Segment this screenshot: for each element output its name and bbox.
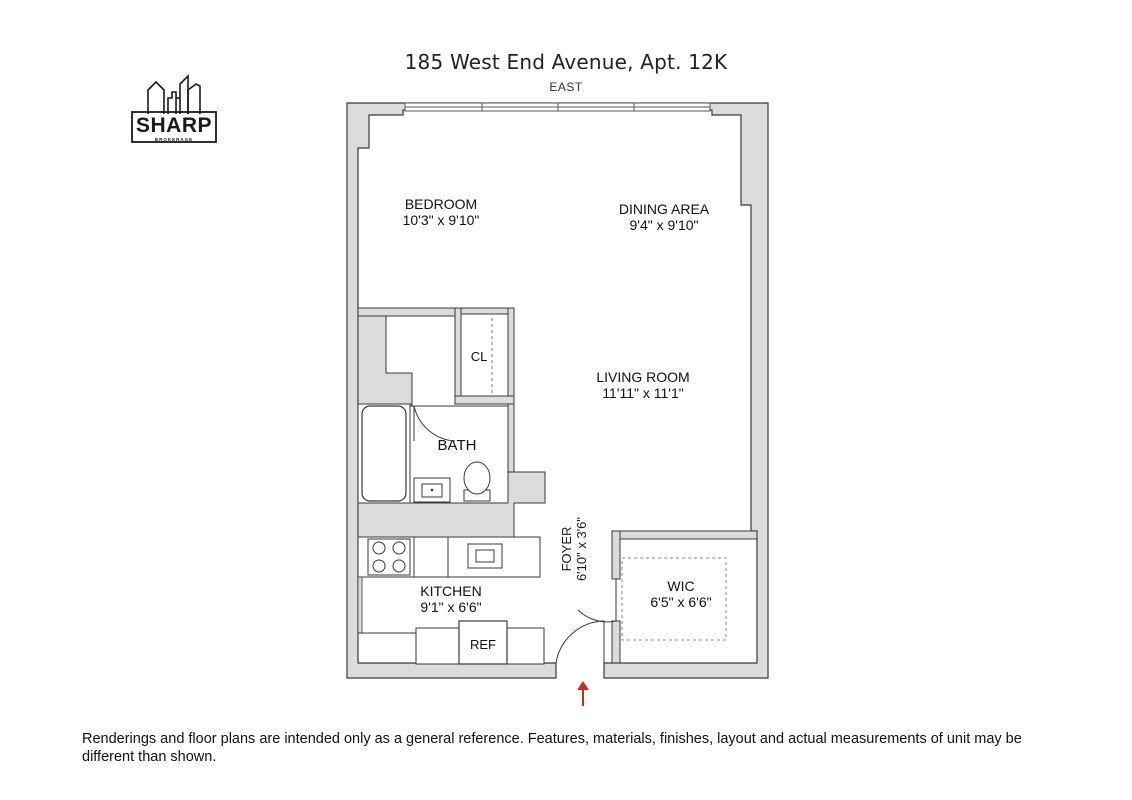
- room-label-closet: CL: [462, 349, 496, 365]
- stove: [367, 538, 411, 576]
- refrigerator: [458, 620, 508, 665]
- closet-walls: [357, 307, 515, 473]
- room-label-bath: BATH: [420, 438, 494, 454]
- disclaimer-text: Renderings and floor plans are intended …: [82, 731, 1022, 765]
- logo-frame: [131, 111, 217, 143]
- logo-skyline-icon: [147, 74, 201, 114]
- kitchen-wall: [357, 576, 363, 634]
- room-name: CL: [470, 349, 488, 364]
- room-name: DINING AREA: [618, 201, 710, 217]
- orientation-label: EAST: [549, 80, 583, 94]
- kitchen-sink-basin: [475, 549, 495, 563]
- room-label-wic: WIC 6'5" x 6'6": [626, 578, 736, 610]
- logo-subtitle: BROKERAGE: [154, 137, 194, 142]
- bathtub: [361, 405, 407, 502]
- toilet-bowl: [463, 461, 491, 495]
- room-label-kitchen: KITCHEN 9'1" x 6'6": [388, 583, 514, 615]
- wic-walls: [611, 530, 758, 664]
- room-size: 9'1" x 6'6": [420, 599, 482, 615]
- room-size: 6'10" x 3'6": [574, 516, 589, 582]
- room-size: 9'4" x 9'10": [629, 217, 699, 233]
- room-name: FOYER: [559, 526, 574, 572]
- entry-arrow-icon: [577, 681, 589, 706]
- room-label-living: LIVING ROOM 11'11" x 11'1": [578, 369, 708, 401]
- logo-name: SHARP: [135, 114, 212, 137]
- room-size: 10'3" x 9'10": [402, 212, 480, 228]
- room-label-foyer: FOYER 6'10" x 3'6": [559, 499, 589, 599]
- room-name: LIVING ROOM: [596, 369, 690, 385]
- room-name: BEDROOM: [404, 196, 478, 212]
- room-label-bedroom: BEDROOM 10'3" x 9'10": [376, 196, 506, 228]
- room-name: KITCHEN: [420, 583, 482, 599]
- wall-block: [357, 315, 413, 405]
- wic-door: [577, 579, 617, 623]
- wic-shelf: [621, 557, 727, 641]
- room-name: BATH: [437, 437, 477, 454]
- room-label-ref: REF: [459, 637, 507, 653]
- page-title: 185 West End Avenue, Apt. 12K: [404, 50, 728, 74]
- exterior-walls: [346, 102, 769, 679]
- bath-sink-drain: [430, 488, 434, 492]
- room-label-dining: DINING AREA 9'4" x 9'10": [599, 201, 729, 233]
- room-size: 6'5" x 6'6": [650, 594, 712, 610]
- window: [404, 102, 711, 112]
- room-size: 11'11" x 11'1": [602, 385, 684, 401]
- room-name: WIC: [667, 578, 695, 594]
- bath-sink: [413, 477, 451, 503]
- room-name: REF: [470, 637, 496, 652]
- entry-door: [555, 620, 605, 664]
- bath-door: [413, 405, 456, 442]
